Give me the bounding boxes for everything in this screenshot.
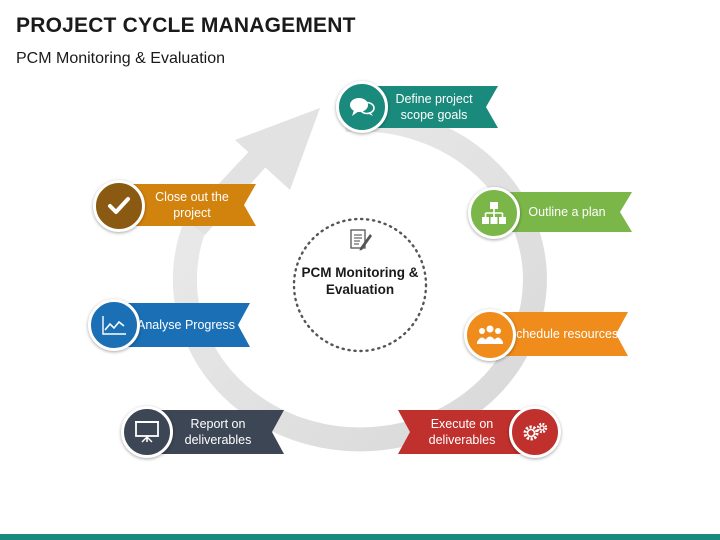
- speech-bubbles-icon: [350, 98, 375, 116]
- center-label: PCM Monitoring & Evaluation: [301, 265, 419, 297]
- step-ribbon-close: [116, 184, 256, 226]
- center-hub: PCM Monitoring & Evaluation: [293, 223, 427, 347]
- step-circle-report: [121, 406, 173, 458]
- checkmark-icon: [108, 197, 130, 214]
- step-label-report: Report on deliverables: [184, 416, 252, 447]
- step-label-schedule: Schedule resources: [507, 326, 619, 341]
- step-circle-schedule: [464, 309, 516, 361]
- step-label-analyse: Analyse Progress: [137, 317, 235, 332]
- step-label-close: Close out the project: [155, 189, 229, 220]
- step-label-outline: Outline a plan: [528, 204, 606, 219]
- step-label-execute: Execute on deliverables: [428, 416, 496, 447]
- step-circle-define: [336, 81, 388, 133]
- presentation-board-icon: [135, 421, 159, 443]
- org-chart-icon: [482, 202, 506, 224]
- step-ribbon-report: [146, 410, 284, 454]
- bottom-accent-bar: [0, 534, 720, 540]
- step-ribbon-schedule: [488, 312, 628, 356]
- step-circle-execute: [509, 406, 561, 458]
- line-chart-icon: [102, 316, 126, 335]
- step-circle-close: [93, 180, 145, 232]
- page-title: PROJECT CYCLE MANAGEMENT: [16, 14, 356, 37]
- step-circle-analyse: [88, 299, 140, 351]
- step-ribbon-execute: [398, 410, 536, 454]
- step-ribbon-define: [358, 86, 498, 128]
- team-icon: [477, 325, 503, 344]
- page-subtitle: PCM Monitoring & Evaluation: [16, 50, 225, 67]
- step-ribbon-analyse: [110, 303, 250, 347]
- gears-icon: [523, 422, 548, 441]
- step-ribbon-outline: [492, 192, 632, 232]
- step-circle-outline: [468, 187, 520, 239]
- document-pen-icon: [350, 229, 372, 251]
- step-label-define: Define project scope goals: [395, 91, 473, 122]
